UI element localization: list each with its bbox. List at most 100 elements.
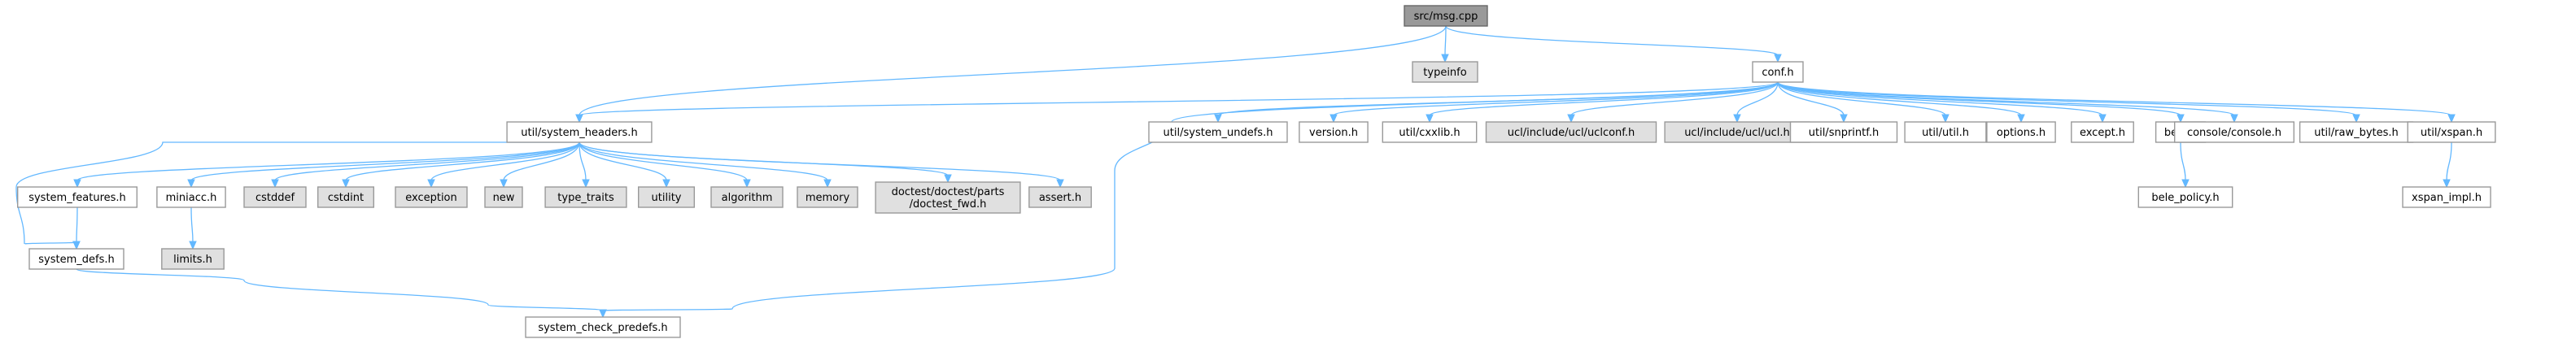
arrowhead-conf-to-snprintf	[1840, 114, 1848, 124]
node-msg[interactable]: src/msg.cpp	[1404, 5, 1488, 27]
node-label-exception: exception	[405, 192, 457, 204]
node-label-limits: limits.h	[173, 254, 212, 266]
node-utility[interactable]: utility	[638, 186, 696, 208]
node-label-version: version.h	[1309, 127, 1358, 139]
edge-conf-to-snprintf	[1777, 81, 1845, 116]
node-box-options	[1986, 121, 2056, 143]
edge-conf-to-cxxlib	[1429, 81, 1779, 116]
node-label-sysfeatures: system_features.h	[28, 192, 126, 204]
node-limits[interactable]: limits.h	[161, 248, 225, 270]
node-box-algorithm	[710, 186, 784, 208]
edge-msg-to-sysheaders	[579, 25, 1447, 116]
edge-conf-to-uclconf	[1570, 81, 1779, 116]
edge-xspan-to-xspanimpl	[2446, 141, 2452, 181]
node-options[interactable]: options.h	[1986, 121, 2056, 143]
node-cxxlib[interactable]: util/cxxlib.h	[1382, 121, 1478, 143]
node-box-rawbytes	[2299, 121, 2414, 143]
arrowhead-sysheaders-to-miniacc	[187, 179, 195, 189]
node-label-new: new	[493, 192, 515, 204]
node-label-xspanimpl: xspan_impl.h	[2412, 192, 2482, 204]
node-box-assert	[1028, 186, 1092, 208]
node-cstddef[interactable]: cstddef	[243, 186, 307, 208]
edge-sysheaders-to-sysdefs	[15, 141, 579, 245]
node-assert[interactable]: assert.h	[1028, 186, 1092, 208]
arrowhead-sysheaders-to-memory	[823, 179, 832, 189]
node-label-conf: conf.h	[1762, 67, 1793, 79]
node-uclconf[interactable]: ucl/include/ucl/uclconf.h	[1485, 121, 1657, 143]
node-belepolicy[interactable]: bele_policy.h	[2137, 186, 2233, 208]
node-box-typeinfo	[1412, 61, 1478, 83]
node-box-doctest	[875, 181, 1021, 214]
node-exception[interactable]: exception	[395, 186, 468, 208]
node-conf[interactable]: conf.h	[1752, 61, 1804, 83]
edge-sysheaders-to-new	[503, 141, 580, 181]
node-box-exception	[395, 186, 468, 208]
edge-sysheaders-to-sysfeatures	[76, 141, 580, 181]
arrowhead-conf-to-except	[2098, 114, 2107, 124]
node-xspan[interactable]: util/xspan.h	[2407, 121, 2496, 143]
node-sysdefs[interactable]: system_defs.h	[28, 248, 124, 270]
node-console[interactable]: console/console.h	[2173, 121, 2294, 143]
node-algorithm[interactable]: algorithm	[710, 186, 784, 208]
node-label-doctest: /doctest_fwd.h	[910, 198, 987, 211]
node-label-assert: assert.h	[1039, 192, 1081, 204]
node-utilh[interactable]: util/util.h	[1904, 121, 1987, 143]
node-snprintf[interactable]: util/snprintf.h	[1789, 121, 1898, 143]
node-new[interactable]: new	[484, 186, 523, 208]
node-label-algorithm: algorithm	[722, 192, 773, 204]
node-except[interactable]: except.h	[2071, 121, 2134, 143]
node-box-version	[1299, 121, 1369, 143]
arrowhead-conf-to-console	[2230, 114, 2238, 124]
node-box-sysdefs	[28, 248, 124, 270]
node-label-msg: src/msg.cpp	[1414, 11, 1478, 23]
node-label-except: except.h	[2080, 127, 2125, 139]
node-sysheaders[interactable]: util/system_headers.h	[506, 121, 653, 143]
arrowhead-sysheaders-to-new	[500, 179, 508, 189]
edge-conf-to-xspan	[1777, 81, 2452, 116]
arrowhead-sysheaders-to-cstddef	[271, 179, 279, 189]
node-doctest[interactable]: doctest/doctest/parts/doctest_fwd.h	[875, 181, 1021, 214]
edge-sysheaders-to-cstdint	[345, 141, 580, 181]
node-label-belepolicy: bele_policy.h	[2151, 192, 2219, 204]
arrowhead-miniacc-to-limits	[189, 241, 197, 250]
edge-sysheaders-to-typetraits	[579, 141, 587, 181]
arrowhead-sysheaders-to-typetraits	[582, 179, 590, 189]
node-typeinfo[interactable]: typeinfo	[1412, 61, 1478, 83]
node-sysundefs[interactable]: util/system_undefs.h	[1148, 121, 1288, 143]
node-label-ucl: ucl/include/ucl/ucl.h	[1684, 127, 1790, 139]
node-memory[interactable]: memory	[797, 186, 858, 208]
node-sysfeatures[interactable]: system_features.h	[17, 186, 138, 208]
node-box-sysheaders	[506, 121, 653, 143]
node-label-cstddef: cstddef	[255, 192, 295, 204]
node-label-cxxlib: util/cxxlib.h	[1399, 127, 1460, 139]
node-miniacc[interactable]: miniacc.h	[156, 186, 226, 208]
node-label-checkpredefs: system_check_predefs.h	[538, 322, 667, 334]
node-label-sysheaders: util/system_headers.h	[521, 127, 637, 139]
edge-conf-to-sysundefs	[1217, 81, 1779, 116]
arrowhead-sysheaders-to-utility	[662, 179, 670, 189]
edge-sysheaders-to-algorithm	[579, 141, 748, 181]
arrowhead-xspan-to-xspanimpl	[2443, 179, 2451, 189]
node-checkpredefs[interactable]: system_check_predefs.h	[525, 316, 681, 338]
edge-conf-to-except	[1777, 81, 2103, 116]
edge-sysfeatures-to-sysdefs	[76, 206, 78, 243]
edge-conf-to-console	[1777, 81, 2235, 116]
node-label-rawbytes: util/raw_bytes.h	[2314, 127, 2399, 139]
node-cstdint[interactable]: cstdint	[317, 186, 375, 208]
edge-conf-to-version	[1333, 81, 1779, 116]
node-box-msg	[1404, 5, 1488, 27]
edge-sysheaders-to-doctest	[579, 141, 949, 176]
node-ucl[interactable]: ucl/include/ucl/ucl.h	[1664, 121, 1810, 143]
node-box-cstdint	[317, 186, 375, 208]
node-xspanimpl[interactable]: xspan_impl.h	[2402, 186, 2491, 208]
node-typetraits[interactable]: type_traits	[544, 186, 627, 208]
edge-sysdefs-to-checkpredefs	[76, 268, 604, 311]
node-rawbytes[interactable]: util/raw_bytes.h	[2299, 121, 2414, 143]
node-version[interactable]: version.h	[1299, 121, 1369, 143]
node-box-memory	[797, 186, 858, 208]
arrowhead-sysheaders-to-algorithm	[743, 179, 751, 189]
edge-sysheaders-to-assert	[579, 141, 1061, 181]
node-box-cstddef	[243, 186, 307, 208]
node-label-doctest: doctest/doctest/parts	[892, 186, 1005, 198]
